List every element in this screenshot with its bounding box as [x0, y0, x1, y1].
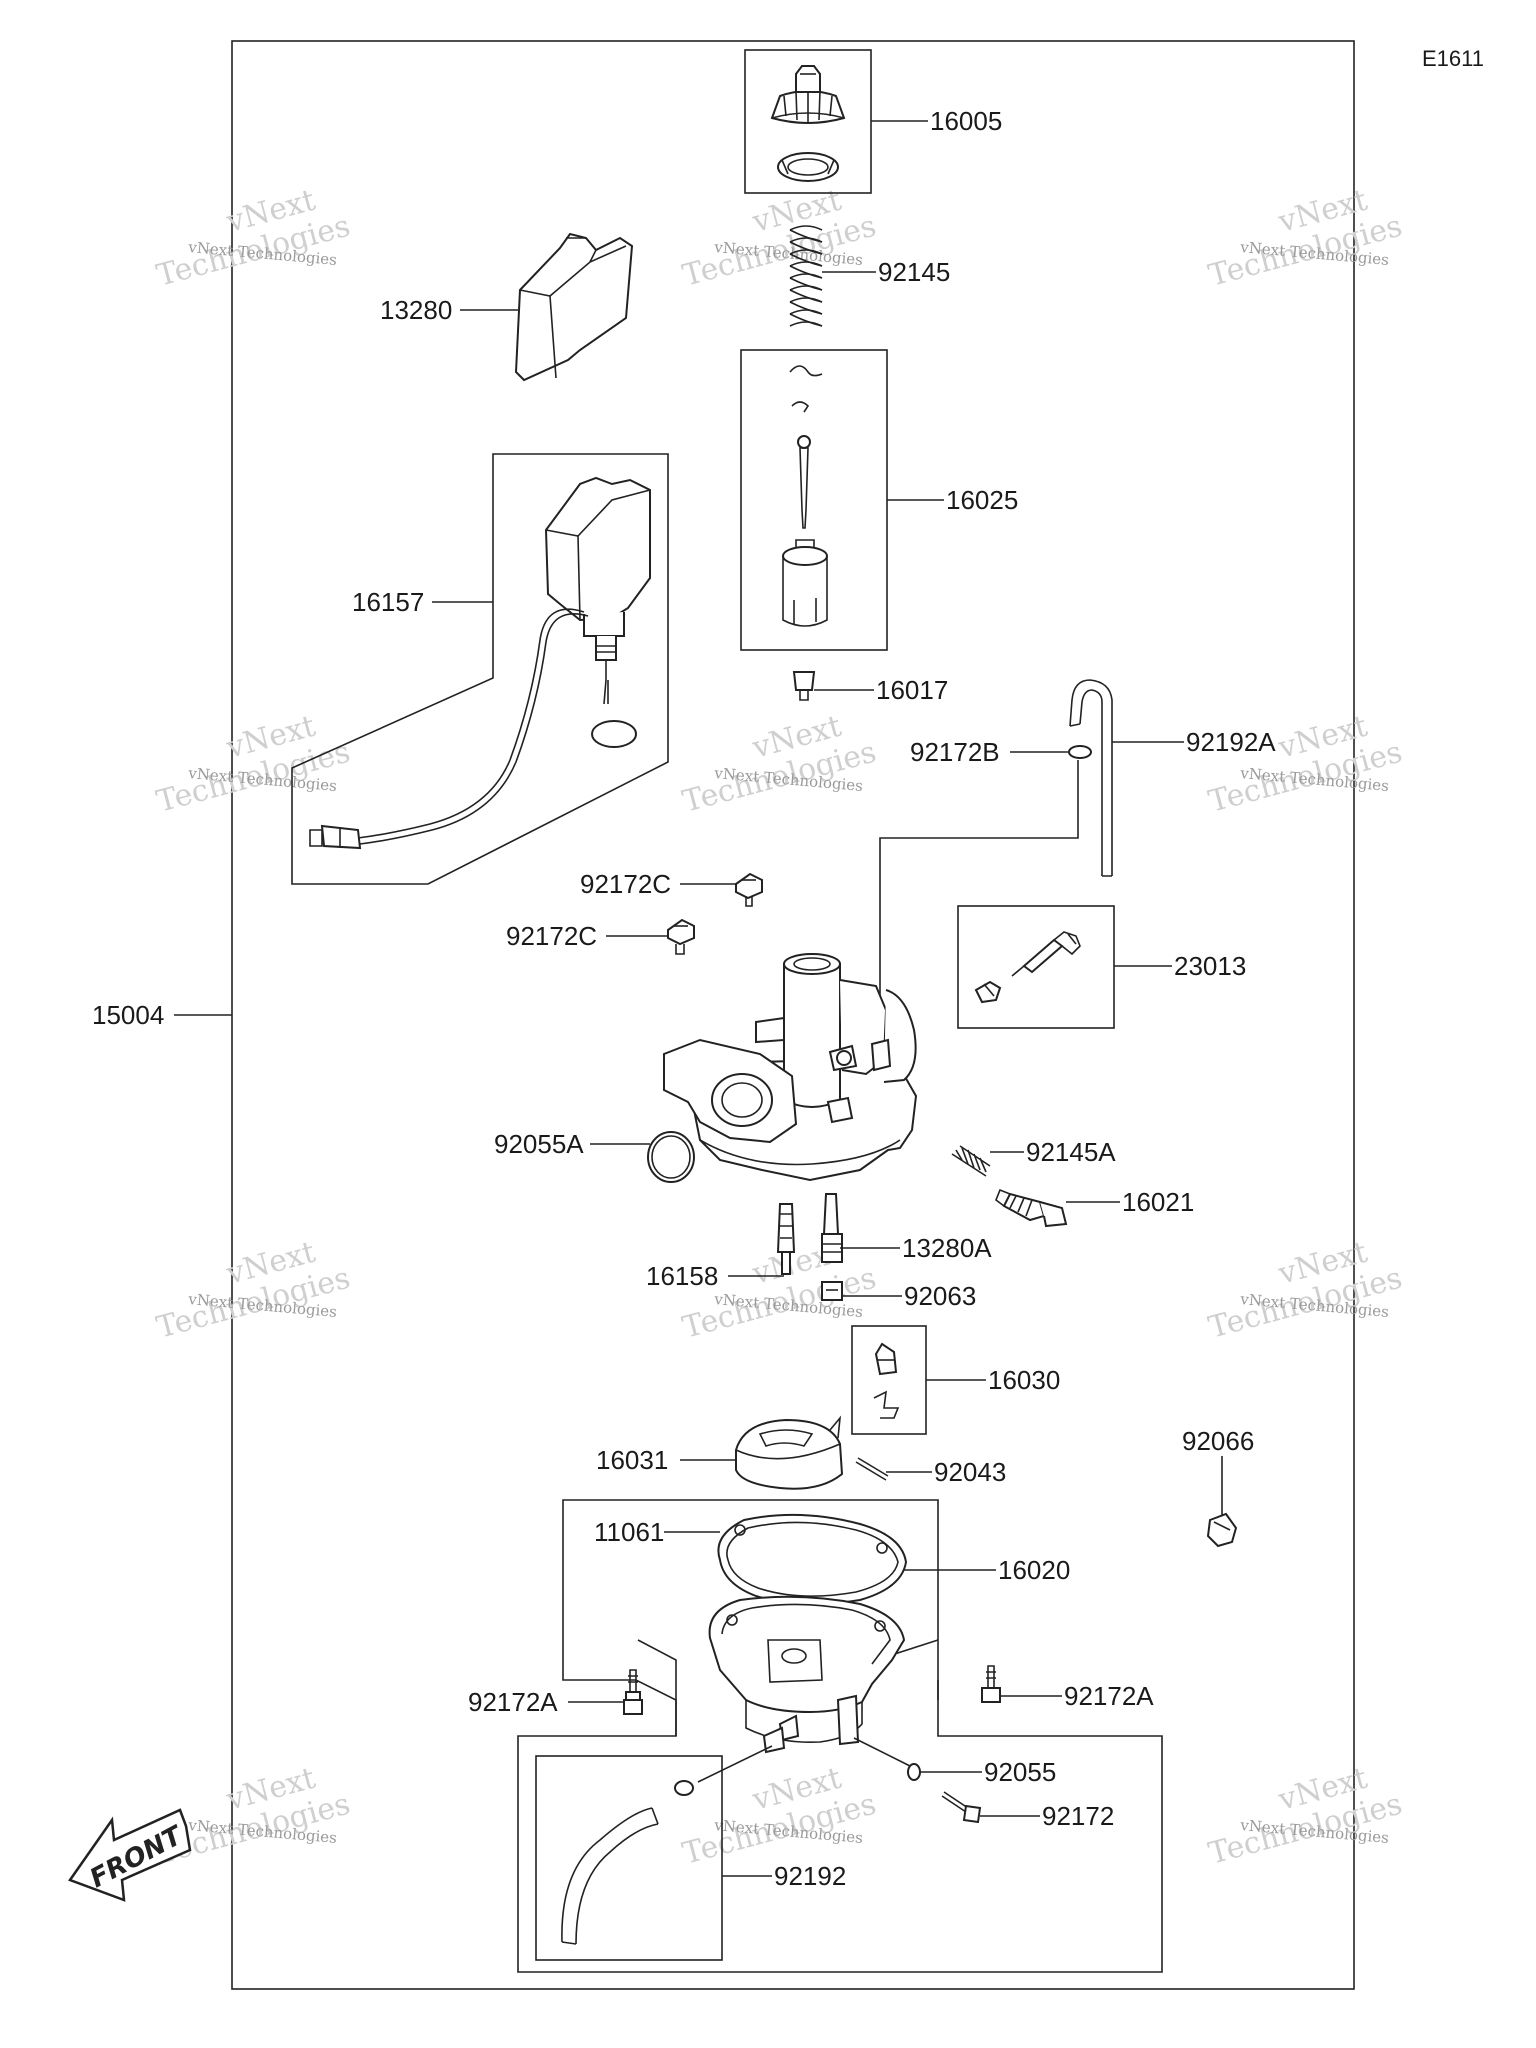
needle-jet-13280A [821, 1193, 843, 1263]
part-label-92055A: 92055A [494, 1129, 584, 1159]
group-box-16025 [740, 349, 888, 651]
part-label-16030: 16030 [988, 1365, 1060, 1395]
part-label-13280A: 13280A [902, 1233, 992, 1263]
watermark: vNext Technologies vNext Technologies [1205, 1235, 1406, 1346]
needle-clip [789, 365, 823, 413]
part-label-16031: 16031 [596, 1445, 668, 1475]
screw-92172C-lower [667, 918, 695, 955]
carburetor-body [663, 953, 918, 1182]
float-chamber [708, 1595, 906, 1754]
cap-retaining-ring [777, 152, 839, 182]
watermark: vNext Technologies vNext Technologies [1205, 1761, 1406, 1872]
vent-hose-upper [1069, 679, 1113, 877]
hose-clip [674, 1780, 694, 1796]
part-label-92063: 92063 [904, 1281, 976, 1311]
part-label-11061: 11061 [594, 1517, 664, 1547]
jet-needle [797, 435, 811, 529]
drain-screw-92172 [941, 1791, 982, 1824]
drain-hose-92192 [561, 1807, 659, 1945]
carb-cap-cover [514, 232, 634, 382]
part-label-92066: 92066 [1182, 1426, 1254, 1456]
drain-cap-92066 [1206, 1512, 1238, 1548]
throttle-valve [782, 539, 828, 627]
part-label-92172B: 92172B [910, 737, 1000, 767]
screw-92172C-upper [735, 872, 763, 907]
auto-choke-unit [544, 476, 651, 748]
part-label-16017: 16017 [876, 675, 948, 705]
part-label-92172A-left: 92172A [468, 1687, 558, 1717]
watermark: vNext Technologies vNext Technologies [153, 709, 354, 820]
watermark: vNext Technologies vNext Technologies [153, 183, 354, 294]
part-label-15004: 15004 [92, 1000, 164, 1030]
part-label-13280: 13280 [380, 295, 452, 325]
float-valve [873, 1342, 900, 1419]
part-label-92172C-lower: 92172C [506, 921, 597, 951]
part-label-23013: 23013 [1174, 951, 1246, 981]
o-ring-92055A [647, 1131, 695, 1183]
part-label-16025: 16025 [946, 485, 1018, 515]
float-16031 [735, 1415, 844, 1490]
pilot-screw-16021 [995, 1188, 1068, 1228]
carb-top-cap [770, 65, 846, 124]
group-box-16157 [291, 453, 669, 885]
part-label-92172C-upper: 92172C [580, 869, 671, 899]
watermark: vNext Technologies vNext Technologies [1205, 183, 1406, 294]
watermark: vNext Technologies vNext Technologies [1205, 709, 1406, 820]
part-label-16020: 16020 [998, 1555, 1070, 1585]
float-pin-92043 [855, 1457, 889, 1481]
choke-wire-lead [357, 608, 589, 845]
hose-clip-b [1068, 745, 1092, 759]
watermark: vNext Technologies vNext Technologies [679, 183, 880, 294]
pilot-spring-92145A [951, 1145, 991, 1177]
part-label-16021: 16021 [1122, 1187, 1194, 1217]
screw-92172A-left [623, 1669, 643, 1715]
part-label-92043: 92043 [934, 1457, 1006, 1487]
part-label-92145: 92145 [878, 257, 950, 287]
part-label-92192A: 92192A [1186, 727, 1276, 757]
throttle-spring [789, 225, 823, 327]
diagram-code: E1611 [1422, 46, 1484, 71]
group-box-92192 [535, 1755, 723, 1961]
main-jet [792, 671, 816, 701]
part-label-92172: 92172 [1042, 1801, 1114, 1831]
gasket-11061 [717, 1513, 908, 1606]
wire-connector [309, 824, 362, 850]
part-label-16157: 16157 [352, 587, 424, 617]
part-label-92145A: 92145A [1026, 1137, 1116, 1167]
slow-jet-16158 [776, 1203, 796, 1275]
part-label-92192: 92192 [774, 1861, 846, 1891]
pilot-screw-set [974, 931, 1081, 1004]
front-direction-arrow: FRONT [68, 1808, 192, 1902]
part-label-92172A-right: 92172A [1064, 1681, 1154, 1711]
part-label-92055: 92055 [984, 1757, 1056, 1787]
group-box-23013 [957, 905, 1115, 1029]
part-label-16158: 16158 [646, 1261, 718, 1291]
watermark: vNext Technologies vNext Technologies [153, 1235, 354, 1346]
jet-92063 [821, 1281, 843, 1301]
watermark: vNext Technologies vNext Technologies [679, 709, 880, 820]
screw-92172A-right [981, 1665, 1001, 1703]
part-label-16005: 16005 [930, 106, 1002, 136]
